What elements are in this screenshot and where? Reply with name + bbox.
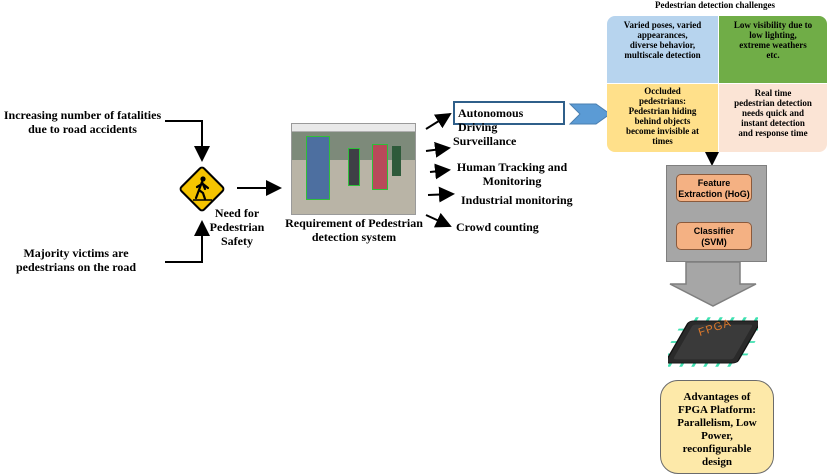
challenge-low-visibility: Low visibility due to low lighting, extr… — [719, 16, 827, 83]
application-industrial-monitoring: Industrial monitoring — [461, 193, 573, 207]
need-text: Need for Pedestrian Safety — [209, 206, 265, 248]
victims-text: Majority victims are pedestrians on the … — [15, 246, 137, 274]
photo-window-bar — [292, 124, 415, 132]
fatalities-text: Increasing number of fatalities due to r… — [3, 108, 162, 136]
arrow-victims-to-sign — [165, 220, 210, 263]
application-human-tracking: Human Tracking and Monitoring — [456, 160, 568, 188]
arrow-to-tracking — [429, 163, 451, 180]
challenge-varied-poses: Varied poses, varied appearances, divers… — [607, 16, 718, 83]
arrow-to-crowd — [425, 212, 452, 228]
feature-extraction-box: Feature Extraction (HoG) — [676, 174, 752, 202]
application-surveillance: Surveillance — [453, 134, 517, 148]
requirement-text: Requirement of Pedestrian detection syst… — [285, 216, 423, 244]
classifier-box: Classifier (SVM) — [676, 222, 752, 250]
application-crowd-counting: Crowd counting — [456, 220, 539, 234]
pedestrian-crossing-sign-icon — [179, 166, 225, 212]
chevron-arrow — [568, 103, 611, 125]
fpga-chip-icon — [668, 317, 758, 367]
detected-pedestrian-3 — [348, 148, 360, 186]
background-person — [392, 146, 401, 176]
challenge-real-time: Real time pedestrian detection needs qui… — [719, 84, 827, 152]
challenge-occluded: Occluded pedestrians: Pedestrian hiding … — [607, 84, 718, 152]
fpga-advantages-box: Advantages of FPGA Platform: Parallelism… — [660, 380, 774, 474]
arrow-to-industrial — [427, 186, 455, 203]
detected-pedestrian-2 — [372, 144, 388, 190]
down-block-arrow — [669, 261, 757, 307]
application-autonomous-driving: Autonomous Driving — [453, 101, 565, 134]
challenges-title: Pedestrian detection challenges — [655, 0, 775, 10]
arrow-fatalities-to-sign — [165, 120, 210, 162]
detected-pedestrian-1 — [306, 136, 330, 200]
arrow-to-surveillance — [425, 141, 451, 158]
arrow-to-autonomous — [425, 112, 452, 130]
pedestrian-detection-photo — [291, 123, 416, 215]
challenges-grid: Varied poses, varied appearances, divers… — [607, 16, 827, 152]
